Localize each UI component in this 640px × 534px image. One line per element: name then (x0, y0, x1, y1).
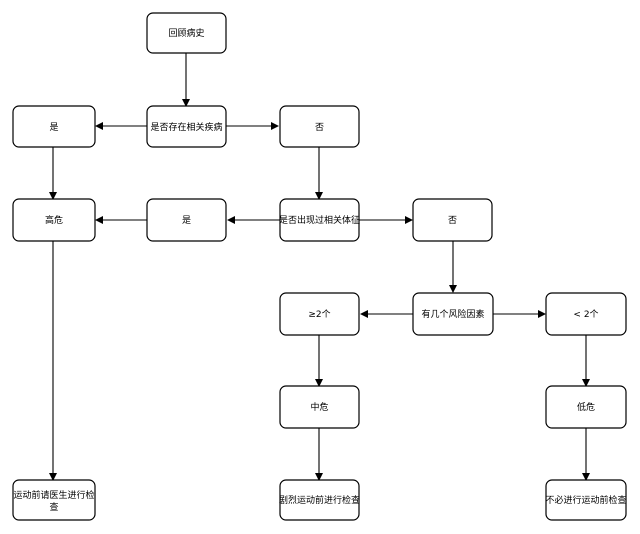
node-two-or-more: ≥2个 (279, 292, 360, 336)
node-has-related-disease: 是否存在相关疾病 (146, 105, 227, 148)
node-low-risk-label: 低危 (577, 401, 595, 413)
node-medium-risk-label: 中危 (310, 401, 328, 413)
node-less-than-two: < 2个 (545, 292, 627, 336)
node-high-risk: 高危 (12, 198, 96, 242)
node-medium-risk: 中危 (279, 385, 360, 429)
node-doctor-check-line-1: 运动前请医生进行检 (13, 489, 94, 501)
node-disease-yes: 是 (12, 105, 96, 148)
node-disease-yes-label: 是 (49, 122, 58, 133)
node-two-or-more-label: ≥2个 (308, 309, 330, 320)
node-review-history: 回顾病史 (146, 12, 227, 54)
node-less-than-two-label: < 2个 (573, 309, 598, 320)
node-check-before-vigorous-exercise-label: 剧烈运动前进行检查 (279, 494, 360, 506)
node-has-related-disease-label: 是否存在相关疾病 (150, 121, 222, 133)
node-symptom-no-label: 否 (448, 215, 457, 226)
node-doctor-check-before-exercise: 运动前请医生进行检 查 (12, 479, 96, 521)
node-disease-no-label: 否 (315, 122, 324, 133)
node-doctor-check-line-2: 查 (49, 501, 58, 513)
node-symptom-yes-label: 是 (182, 215, 191, 226)
node-low-risk: 低危 (545, 385, 627, 429)
node-high-risk-label: 高危 (45, 214, 63, 226)
node-no-check-needed: 不必进行运动前检查 (545, 479, 627, 521)
node-symptom-yes: 是 (146, 198, 227, 242)
node-has-related-symptoms: 是否出现过相关体征 (279, 198, 360, 242)
node-review-history-label: 回顾病史 (168, 27, 204, 39)
edges (49, 52, 590, 481)
node-disease-no: 否 (279, 105, 360, 148)
node-has-related-symptoms-label: 是否出现过相关体征 (279, 214, 360, 226)
node-check-before-vigorous-exercise: 剧烈运动前进行检查 (279, 479, 360, 521)
node-risk-factor-count: 有几个风险因素 (412, 292, 494, 336)
node-no-check-needed-label: 不必进行运动前检查 (545, 494, 626, 506)
node-symptom-no: 否 (412, 198, 493, 242)
node-risk-factor-count-label: 有几个风险因素 (421, 308, 484, 320)
